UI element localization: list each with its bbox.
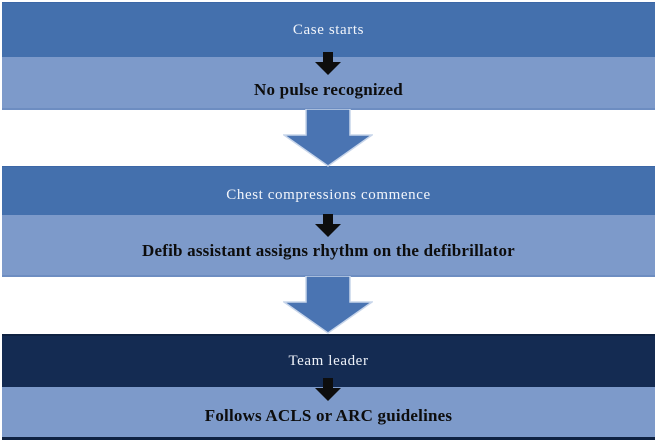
- small-down-arrow-icon: [315, 214, 341, 237]
- step-label-team-leader: Team leader: [288, 353, 369, 369]
- step-label-follows-guidelines: Follows ACLS or ARC guidelines: [204, 406, 453, 425]
- step-band-case-starts: Case starts: [2, 2, 655, 57]
- step-label-defib-assistant: Defib assistant assigns rhythm on the de…: [142, 241, 515, 260]
- large-down-arrow-icon: [283, 276, 373, 334]
- large-down-arrow-icon: [283, 109, 373, 167]
- small-down-arrow-icon: [315, 378, 341, 401]
- step-label-no-pulse-recognized: No pulse recognized: [254, 79, 403, 99]
- small-down-arrow-icon: [315, 52, 341, 75]
- step-label-chest-compressions: Chest compressions commence: [226, 186, 431, 203]
- step-label-case-starts: Case starts: [292, 21, 365, 38]
- step-band-chest-compressions: Chest compressions commence: [2, 166, 655, 215]
